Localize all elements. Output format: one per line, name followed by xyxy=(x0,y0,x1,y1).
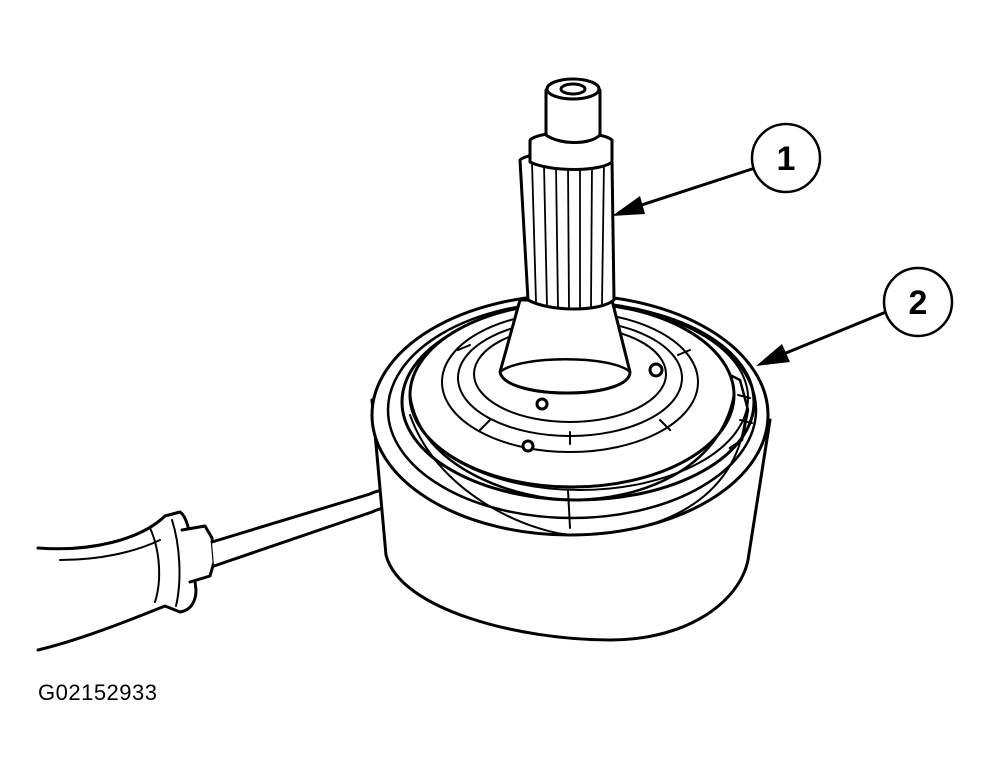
callout-1-arrowhead xyxy=(612,196,645,216)
callout-1-circle xyxy=(750,122,822,194)
callout-1-label: 1 xyxy=(777,140,796,178)
callout-2-label: 2 xyxy=(909,284,928,322)
shaft-base xyxy=(498,298,632,395)
callout-2-arrowhead xyxy=(756,344,790,366)
screwdriver-handle xyxy=(36,510,198,652)
hub-plate xyxy=(408,301,746,536)
callout-2-circle xyxy=(882,266,954,338)
callout-1: 1 xyxy=(612,122,822,216)
figure-id: G02152933 xyxy=(38,680,158,705)
callout-2: 2 xyxy=(756,266,954,366)
screwdriver xyxy=(36,488,420,652)
input-shaft xyxy=(498,77,632,411)
